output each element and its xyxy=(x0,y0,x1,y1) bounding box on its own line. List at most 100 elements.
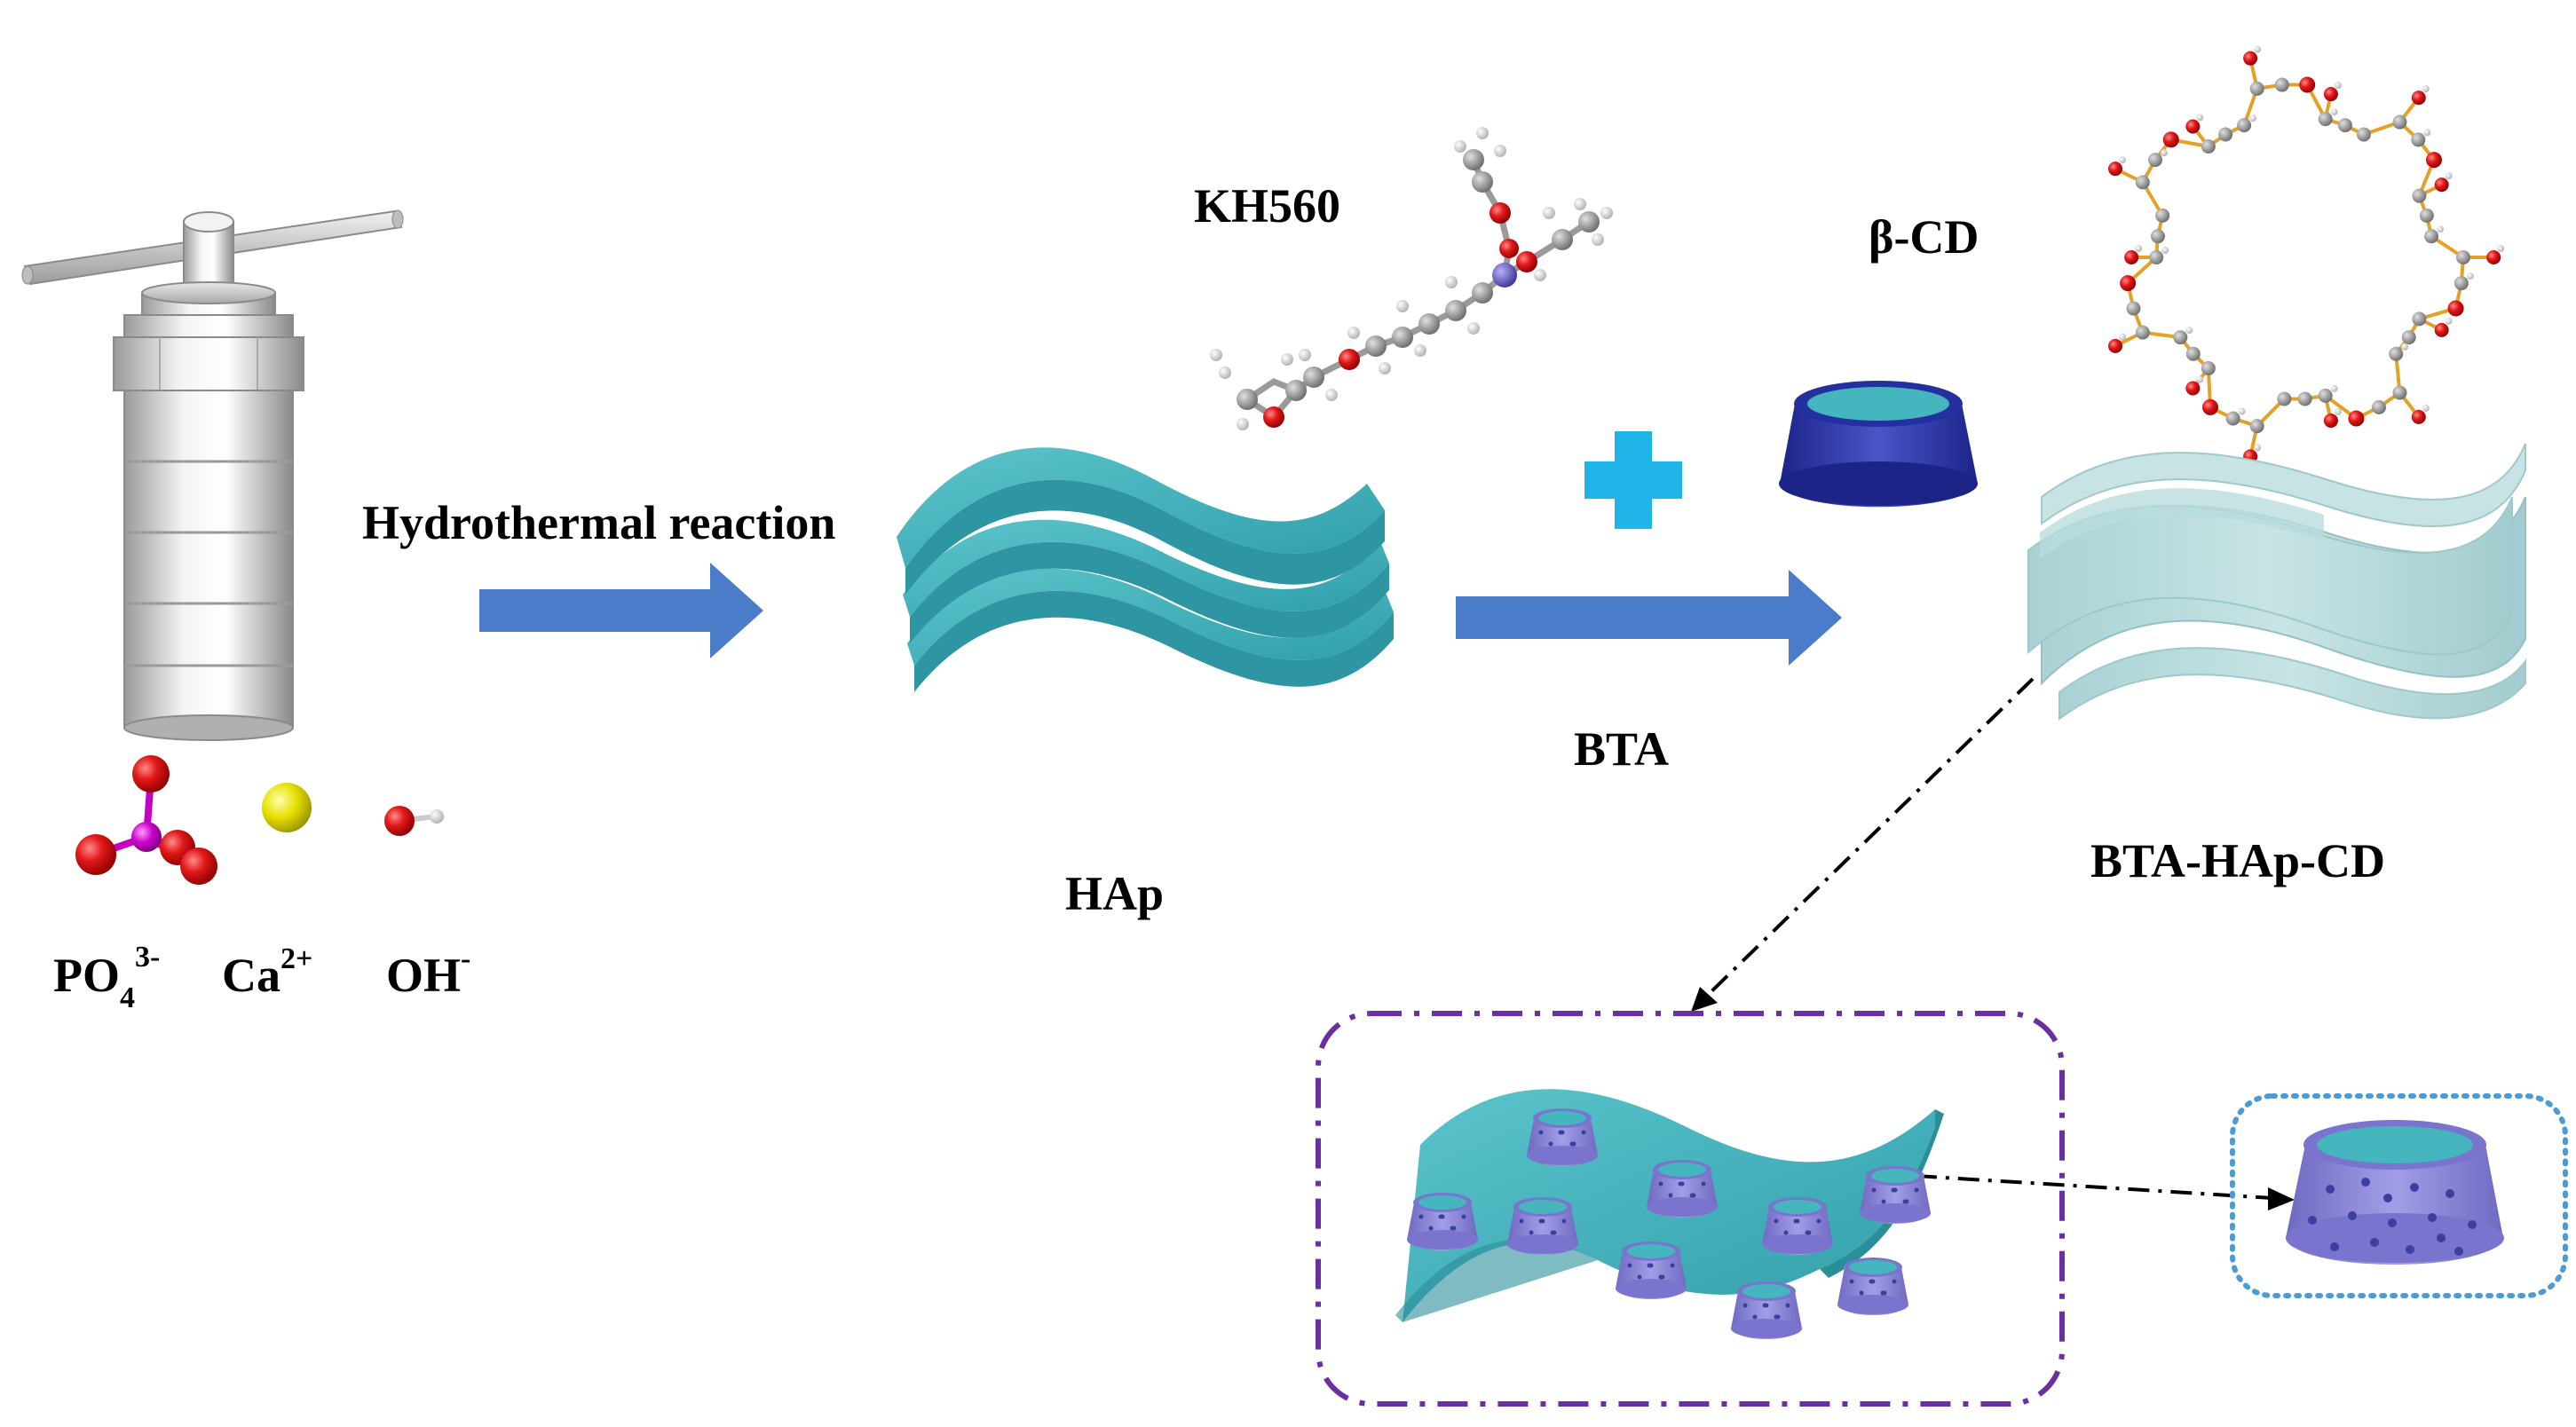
oxygen-atom xyxy=(2162,131,2179,148)
kh560-molecule-icon xyxy=(1210,127,1613,430)
grafted-cd-cups xyxy=(1407,1108,1931,1339)
autoclave-icon xyxy=(21,209,404,741)
hydrogen-atom xyxy=(2249,114,2257,122)
hydrogen-atom xyxy=(2422,404,2430,412)
bta-molecule-dot xyxy=(2454,1247,2463,1256)
bta-molecule-dot xyxy=(2330,1242,2339,1251)
bta-molecule-dot xyxy=(2326,1185,2335,1194)
bta-molecule-dot xyxy=(2410,1183,2419,1192)
hydrogen-atom xyxy=(2423,129,2431,137)
cd-cup xyxy=(1837,1257,1908,1315)
phosphate-ion-icon xyxy=(75,755,217,885)
carbon-atom xyxy=(2274,77,2289,92)
carbon-atom xyxy=(2392,114,2407,130)
carbon-atom xyxy=(2411,132,2426,147)
carbon-atom xyxy=(2249,419,2264,434)
bta-molecule-dot xyxy=(2308,1216,2317,1225)
bta-molecule-dot xyxy=(2348,1211,2357,1220)
hydrogen-atom xyxy=(2497,245,2505,252)
hydrogen-atom xyxy=(2161,149,2169,157)
cd-cup xyxy=(1647,1160,1718,1218)
carbon-atom xyxy=(2149,250,2164,264)
plus-icon xyxy=(1584,431,1682,529)
zoom-leader-arrow-1 xyxy=(1691,677,2035,1012)
oxygen-atom xyxy=(2243,51,2258,66)
bta-molecule-dot xyxy=(2388,1218,2397,1227)
zoom-box-cup xyxy=(2230,1093,2568,1298)
carbon-atom xyxy=(2201,138,2216,154)
calcium-ion-icon xyxy=(262,783,312,832)
hydrogen-atom xyxy=(2185,327,2193,335)
hydrogen-atom xyxy=(2466,272,2474,280)
carbon-atom xyxy=(2148,153,2163,168)
hydrogen-atom xyxy=(2401,343,2409,351)
carbon-atom xyxy=(2218,127,2233,142)
carbon-atom xyxy=(2277,391,2292,406)
carbon-atom xyxy=(2185,346,2201,361)
beta-cd-label: β-CD xyxy=(1869,210,1979,264)
hydrogen-atom xyxy=(2330,108,2338,116)
carbon-atom xyxy=(2173,330,2188,345)
carbon-atom xyxy=(2150,229,2165,244)
carbon-atom xyxy=(2419,208,2434,223)
calcium-label: Ca2+ xyxy=(222,942,312,1002)
bta-molecule-dot xyxy=(2370,1238,2379,1247)
oxygen-atom xyxy=(2486,250,2501,264)
carbon-atom xyxy=(2249,81,2264,96)
carbon-atom xyxy=(2392,385,2407,400)
carbon-atom xyxy=(2155,208,2170,223)
oxygen-atom xyxy=(2348,410,2365,427)
phosphate-label: PO43- xyxy=(53,941,160,1014)
oxygen-atom xyxy=(2108,162,2123,177)
cd-cup xyxy=(1616,1242,1687,1299)
hydrogen-atom xyxy=(2196,375,2204,383)
reaction-arrow-2 xyxy=(1456,570,1842,666)
beta-cd-cup-icon xyxy=(1779,381,1978,508)
hydrogen-atom xyxy=(2254,45,2262,53)
oxygen-atom xyxy=(2108,338,2123,353)
hydroxide-ion-icon xyxy=(384,806,444,836)
hydrogen-atom xyxy=(2445,317,2453,325)
bta-hap-cd-sheet-icon xyxy=(2027,443,2526,721)
hydrogen-atom xyxy=(2445,172,2453,180)
cd-cup xyxy=(1507,1197,1578,1255)
hydrogen-atom xyxy=(2196,114,2204,122)
oxygen-atom xyxy=(2434,322,2449,337)
bta-hap-cd-label: BTA-HAp-CD xyxy=(2090,834,2385,887)
cd-cup xyxy=(1407,1193,1478,1250)
carbon-atom xyxy=(2318,388,2333,403)
oxygen-atom xyxy=(2425,152,2442,169)
carbon-atom xyxy=(2297,391,2312,406)
oxygen-atom xyxy=(2434,177,2449,193)
cd-cup xyxy=(1762,1197,1833,1255)
hydrogen-atom xyxy=(2119,333,2127,341)
carbon-atom xyxy=(2356,127,2371,142)
oxygen-atom xyxy=(2299,76,2316,93)
hydrogen-atom xyxy=(2334,407,2342,415)
hydrogen-atom xyxy=(2437,225,2445,233)
carbon-atom xyxy=(2225,411,2240,426)
bta-molecule-dot xyxy=(2361,1178,2370,1187)
carbon-atom xyxy=(2237,118,2252,133)
carbon-atom xyxy=(2318,112,2333,127)
beta-cd-molecule-icon xyxy=(2108,45,2505,464)
bta-molecule-dot xyxy=(2406,1245,2414,1254)
hap-label: HAp xyxy=(1065,867,1164,920)
reaction-arrow-1 xyxy=(479,563,763,658)
oxygen-atom xyxy=(2323,87,2338,102)
oxygen-atom xyxy=(2323,413,2338,428)
zoom-leader-arrow-2 xyxy=(1872,1171,2295,1210)
carbon-atom xyxy=(2454,276,2469,291)
zoom-box-sheet xyxy=(1316,1011,2065,1407)
bta-molecule-dot xyxy=(2437,1234,2446,1242)
cd-cup xyxy=(1731,1281,1802,1339)
hydrogen-atom xyxy=(2330,384,2338,392)
cd-cup xyxy=(1527,1108,1598,1166)
carbon-atom xyxy=(2389,346,2404,361)
hydrogen-atom xyxy=(2135,245,2143,252)
hydroxide-label: OH- xyxy=(386,942,470,1002)
carbon-atom xyxy=(2135,175,2150,190)
hap-sheet-icon xyxy=(897,447,1394,692)
bta-molecule-dot xyxy=(2383,1194,2392,1202)
